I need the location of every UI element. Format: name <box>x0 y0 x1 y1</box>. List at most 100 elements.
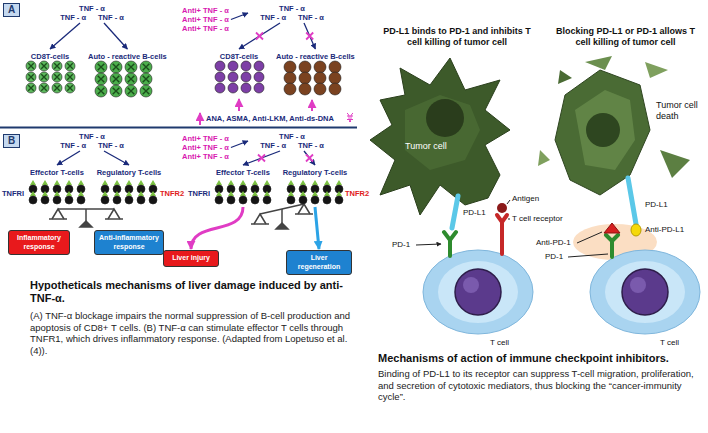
panel-letter: A <box>3 3 20 17</box>
block-mark <box>306 155 313 162</box>
panel-title: Blocking PD-L1 or PD-1 allows T cell kil… <box>548 26 703 48</box>
node-text: TNF - α <box>298 13 324 22</box>
cell-symbol <box>65 72 75 82</box>
cell-symbol <box>329 61 341 73</box>
node-text: B <box>8 135 15 146</box>
anti-pd-1-antibody <box>604 223 620 233</box>
cell-population: Effector T-cells <box>24 166 90 206</box>
part-label: Anti-PD-1 <box>536 238 571 248</box>
connector <box>104 151 129 165</box>
cell-symbol <box>284 83 296 95</box>
node-text: Effector T-cells <box>24 168 90 177</box>
text-row: TNF - α <box>250 4 334 13</box>
receptor-symbol <box>78 191 84 196</box>
apoptosis-mark <box>67 63 73 69</box>
receptor-symbol <box>114 191 120 196</box>
part-label: Anti-PD-L1 <box>645 225 684 235</box>
cell-symbol <box>52 83 62 93</box>
receptor-symbol <box>126 180 132 185</box>
cell-symbol <box>314 83 326 95</box>
cell-symbol <box>125 85 137 97</box>
connector <box>231 13 248 20</box>
receptor-symbol <box>240 180 246 185</box>
pd-l1-molecule <box>452 196 458 228</box>
connector <box>231 141 248 148</box>
leader-line <box>507 200 510 204</box>
node-text: Anti+ TNF - α <box>182 134 229 143</box>
cell-symbol <box>52 61 62 71</box>
cell-symbol <box>299 196 307 204</box>
connector <box>104 23 127 49</box>
apoptosis-mark <box>54 74 60 80</box>
cell-population: Auto - reactive B-cells <box>88 50 167 94</box>
cell-symbol <box>254 72 264 82</box>
dna-icon <box>347 113 353 122</box>
apoptosis-mark <box>67 85 73 91</box>
cell-symbol <box>140 61 152 73</box>
increase-arrow <box>199 113 201 125</box>
receptor-symbol <box>150 191 156 196</box>
tumor-fragment <box>645 62 668 78</box>
receptor-symbol <box>312 191 318 196</box>
cell-symbol <box>26 61 36 71</box>
cell-symbol <box>228 61 238 71</box>
caption-body: Binding of PD-L1 to its receptor can sup… <box>378 368 703 403</box>
receptor-symbol <box>30 180 36 185</box>
cell-symbol <box>311 196 319 204</box>
cell-population: Effector T-cells <box>210 166 276 206</box>
cell-symbol <box>284 61 296 73</box>
connector <box>239 23 280 49</box>
connector <box>57 151 80 165</box>
part-label: Tumor cell death <box>656 100 704 122</box>
leader-line <box>416 244 441 245</box>
receptor-symbol <box>54 191 60 196</box>
node-text: TNF - α <box>60 13 86 22</box>
cell-symbol <box>137 196 145 204</box>
cell-symbol <box>329 83 341 95</box>
cell-symbol <box>26 72 36 82</box>
antibody-list: ANA, ASMA, Anti-LKM, Anti-ds-DNA <box>206 114 334 123</box>
cell-population: Regulatory T-cells <box>96 166 162 206</box>
cell-symbol <box>284 72 296 84</box>
cell-symbol <box>113 196 121 204</box>
caption-body: (A) TNF-α blockage impairs the normal su… <box>30 310 352 356</box>
node-text: A <box>8 4 15 15</box>
receptor-symbol <box>252 191 258 196</box>
pd-1-receptor <box>444 232 456 256</box>
cell-symbol <box>101 196 109 204</box>
outcome-box: Anti-inflammatory response <box>94 230 164 255</box>
node-text: TNF - α <box>98 141 124 150</box>
block-mark <box>256 33 263 40</box>
receptor-symbol <box>102 191 108 196</box>
text-row: TNF - αTNF - α <box>250 141 334 150</box>
tumor-fragment <box>660 150 690 178</box>
block-mark <box>258 155 265 162</box>
apoptosis-mark <box>113 88 120 95</box>
receptor-label: TNFR2 <box>345 189 369 198</box>
receptor-symbol <box>42 191 48 196</box>
cell-symbol <box>65 83 75 93</box>
apoptosis-mark <box>98 76 105 83</box>
block-mark <box>306 33 313 40</box>
connector <box>304 151 315 165</box>
receptor-symbol <box>54 180 60 185</box>
connector <box>315 207 319 249</box>
cell-symbol <box>39 61 49 71</box>
cell-symbol <box>314 61 326 73</box>
part-label: PD-L1 <box>645 200 668 210</box>
apoptosis-mark <box>113 64 120 71</box>
tumor-nucleus <box>586 113 620 147</box>
cell-symbol <box>77 196 85 204</box>
panel-letter: B <box>3 134 20 148</box>
cell-symbol <box>215 196 223 204</box>
receptor-symbol <box>288 180 294 185</box>
balance-scale <box>251 204 313 229</box>
node-text: TNF - α <box>98 13 124 22</box>
node-text: Auto - reactive B-cells <box>88 52 167 61</box>
cell-symbol <box>228 72 238 82</box>
cell-symbol <box>241 61 251 71</box>
cell-symbol <box>251 196 259 204</box>
receptor-symbol <box>66 180 72 185</box>
cell-symbol <box>227 196 235 204</box>
